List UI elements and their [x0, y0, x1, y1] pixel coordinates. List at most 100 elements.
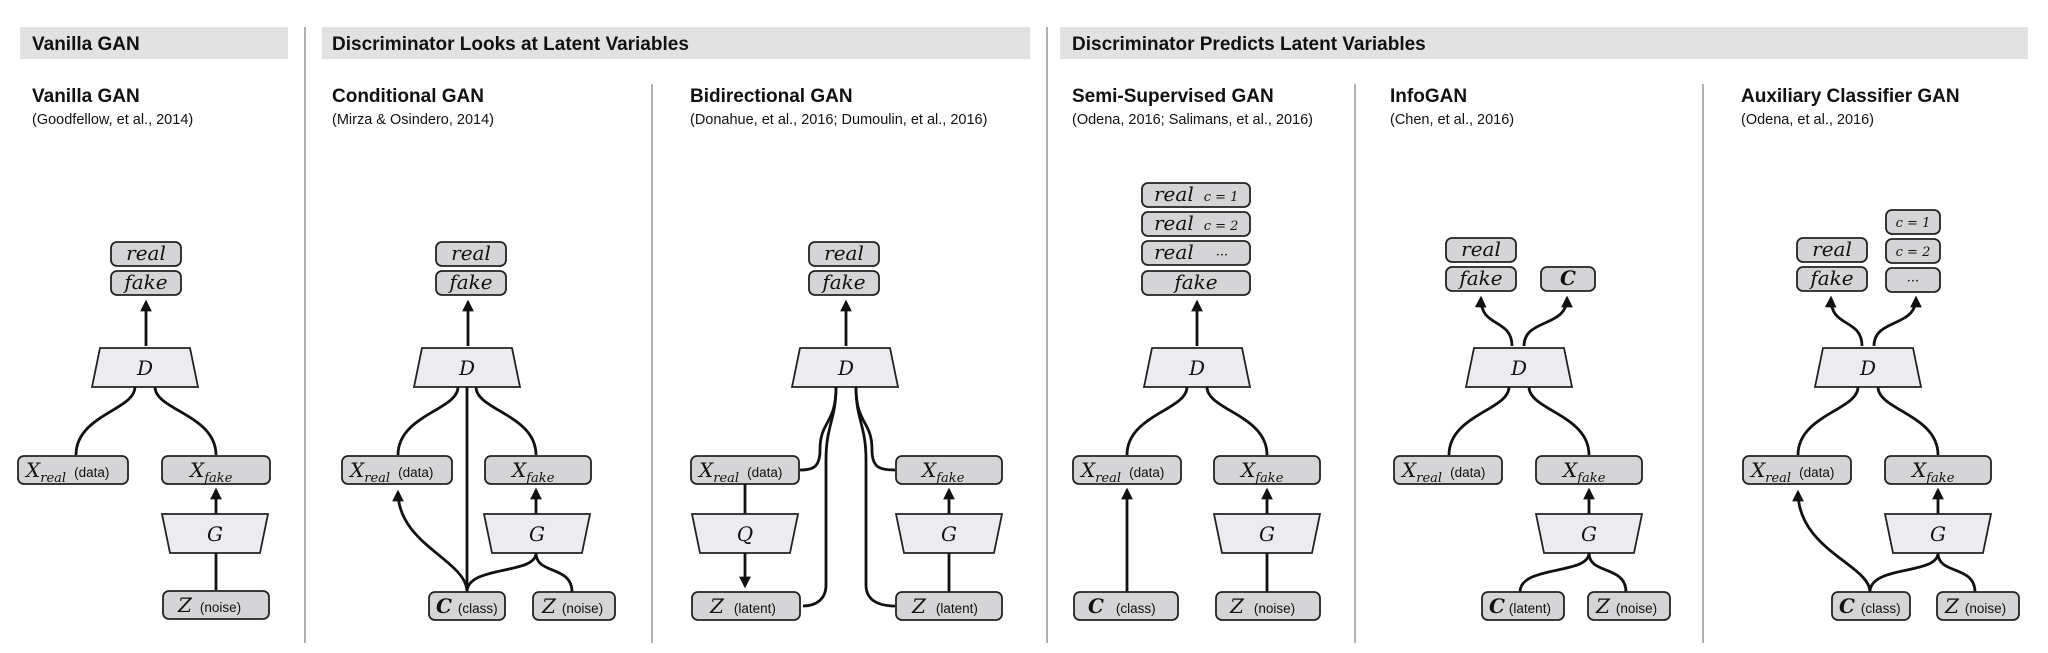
output-fake-label: fake	[122, 270, 167, 294]
c-class-label: C(class)	[436, 594, 498, 618]
z-noise-label: Z(noise)	[1229, 594, 1295, 618]
panel-infogan: InfoGAN (Chen, et al., 2016) real fake C…	[1390, 86, 1671, 621]
output-real-more	[1141, 240, 1251, 266]
discriminator-label: D	[458, 356, 475, 380]
section-label-vanilla: Vanilla GAN	[32, 34, 140, 55]
output-fake	[1445, 266, 1517, 292]
x-real-label: Xreal(data)	[348, 458, 433, 486]
output-real-c2	[1141, 211, 1251, 237]
class-output-more-label: ···	[1907, 274, 1919, 289]
output-fake	[435, 270, 507, 296]
output-real-label: real	[126, 241, 166, 265]
panel-title: InfoGAN	[1390, 86, 1467, 107]
x-real-label: Xreal(data)	[697, 458, 782, 486]
output-real-label: real	[451, 241, 491, 265]
output-c-label: C	[1560, 266, 1576, 290]
output-real	[1796, 237, 1868, 263]
section-label-looks: Discriminator Looks at Latent Variables	[332, 34, 689, 55]
section-header-looks: Discriminator Looks at Latent Variables	[322, 27, 1030, 59]
output-real-more-label: real···	[1154, 240, 1228, 264]
section-label-predicts: Discriminator Predicts Latent Variables	[1072, 34, 1426, 55]
section-header-predicts: Discriminator Predicts Latent Variables	[1060, 27, 2028, 59]
panel-title: Vanilla GAN	[32, 86, 140, 107]
x-fake-box	[484, 455, 592, 485]
output-real-label: real	[824, 241, 864, 265]
x-fake-box	[895, 455, 1003, 485]
discriminator-label: D	[837, 356, 854, 380]
discriminator-block	[790, 347, 900, 388]
z-noise-box	[1215, 591, 1321, 621]
z-noise-box	[162, 590, 270, 620]
discriminator-block	[1464, 347, 1574, 388]
x-real-box	[341, 455, 453, 485]
panel-semi-supervised-gan: Semi-Supervised GAN (Odena, 2016; Salima…	[1072, 86, 1322, 621]
generator-block	[160, 513, 270, 554]
z-noise-label: Z(noise)	[541, 594, 603, 618]
class-output-more	[1885, 267, 1941, 293]
z-noise-label: Z(noise)	[1595, 594, 1657, 618]
generator-block	[1883, 513, 1993, 554]
generator-block	[482, 513, 592, 554]
x-real-box	[1393, 455, 1503, 485]
output-fake-label: fake	[1457, 266, 1502, 290]
x-real-box	[1742, 455, 1852, 485]
generator-label: G	[1259, 522, 1275, 546]
z-noise-label: Z(noise)	[177, 593, 241, 617]
c-class-box	[1073, 591, 1179, 621]
generator-label: G	[1930, 522, 1946, 546]
generator-label: G	[1581, 522, 1597, 546]
output-fake	[1796, 266, 1868, 292]
output-fake	[808, 270, 880, 296]
output-fake-label: fake	[820, 270, 865, 294]
section-header-vanilla: Vanilla GAN	[20, 27, 288, 59]
x-fake-label: Xfake	[1239, 458, 1284, 486]
panel-bidirectional-gan: Bidirectional GAN (Donahue, et al., 2016…	[690, 86, 1004, 621]
z-noise-box	[532, 591, 616, 621]
x-fake-label: Xfake	[510, 458, 555, 486]
discriminator-block	[1142, 347, 1252, 388]
x-real-label: Xreal(data)	[1400, 458, 1485, 486]
output-fake-label: fake	[447, 270, 492, 294]
c-class-label: C(class)	[1088, 594, 1156, 618]
discriminator-block	[1813, 347, 1923, 388]
c-class-box	[1831, 591, 1911, 621]
c-latent-label: C(latent)	[1489, 594, 1551, 618]
c-class-label: C(class)	[1839, 594, 1901, 618]
x-fake-box	[1884, 455, 1992, 485]
output-fake	[110, 270, 182, 296]
z-noise-label: Z(noise)	[1944, 594, 2006, 618]
z-noise-box	[1587, 591, 1671, 621]
class-output-c1	[1885, 209, 1941, 235]
x-fake-label: Xfake	[188, 458, 233, 486]
output-real	[1445, 237, 1517, 263]
discriminator-label: D	[1188, 356, 1205, 380]
panel-title: Semi-Supervised GAN	[1072, 86, 1274, 107]
panel-citation: (Goodfellow, et al., 2014)	[32, 112, 193, 128]
output-real-label: real	[1812, 237, 1852, 261]
output-real	[808, 241, 880, 267]
output-c	[1540, 266, 1596, 292]
output-fake-label: fake	[1808, 266, 1853, 290]
x-real-label: Xreal(data)	[24, 458, 109, 486]
c-class-box	[428, 591, 506, 621]
output-real	[110, 241, 182, 267]
encoder-label: Q	[737, 522, 753, 546]
generator-label: G	[207, 522, 223, 546]
panel-vanilla-gan: Vanilla GAN (Goodfellow, et al., 2014) r…	[17, 86, 271, 620]
output-fake-label: fake	[1172, 270, 1217, 294]
panel-citation: (Mirza & Osindero, 2014)	[332, 112, 494, 128]
panel-citation: (Chen, et al., 2016)	[1390, 112, 1514, 128]
generator-block	[894, 513, 1004, 554]
x-fake-label: Xfake	[1910, 458, 1955, 486]
x-real-box	[17, 455, 129, 485]
x-fake-box	[1213, 455, 1321, 485]
class-output-c1-label: c = 1	[1896, 216, 1931, 231]
discriminator-block	[412, 347, 522, 388]
output-fake	[1141, 270, 1251, 296]
panel-title: Bidirectional GAN	[690, 86, 853, 107]
discriminator-label: D	[1510, 356, 1527, 380]
discriminator-label: D	[136, 356, 153, 380]
z-latent-label-encoder: Z(latent)	[709, 594, 776, 618]
